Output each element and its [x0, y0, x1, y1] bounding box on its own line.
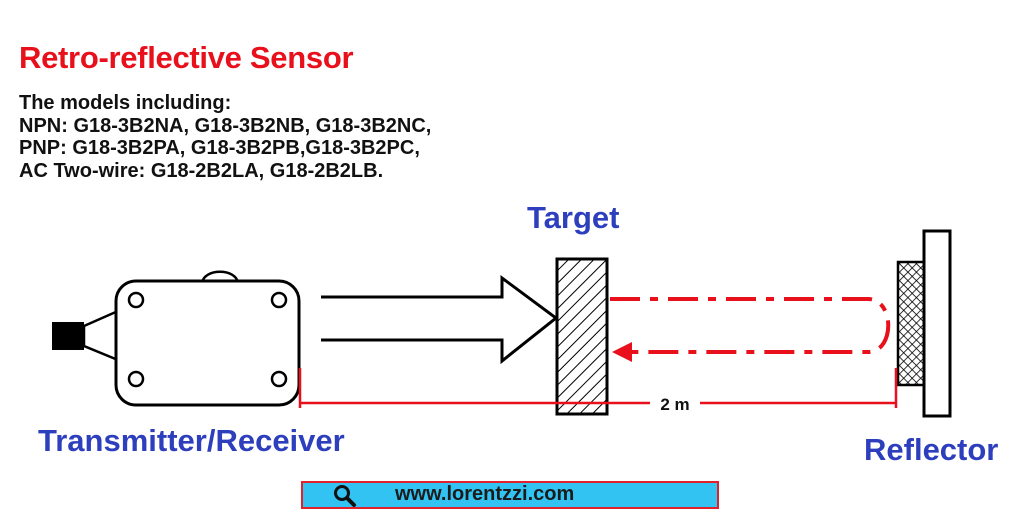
models-ac: AC Two-wire: G18-2B2LA, G18-2B2LB. — [19, 159, 384, 182]
beam-arrowhead — [612, 342, 632, 362]
models-npn: NPN: G18-3B2NA, G18-3B2NB, G18-3B2NC, — [19, 114, 432, 137]
sensor-housing — [114, 279, 301, 407]
distance-dimension: 2 m — [298, 368, 898, 414]
reflector-label: Reflector — [864, 432, 999, 467]
transmitter-receiver-label: Transmitter/Receiver — [38, 423, 345, 458]
search-icon — [334, 485, 356, 507]
screw-hole-bottom-left — [127, 370, 145, 388]
beam-path — [610, 297, 891, 354]
sensor-body — [52, 270, 301, 407]
target-block — [555, 257, 609, 416]
models-pnp: PNP: G18-3B2PA, G18-3B2PB,G18-3B2PC, — [19, 137, 420, 159]
models-list: The models including: NPN: G18-3B2NA, G1… — [19, 92, 431, 182]
models-heading: The models including: — [19, 92, 232, 114]
reflector-plate — [922, 229, 952, 418]
website-url[interactable]: www.lorentzzi.com — [395, 483, 575, 505]
screw-hole-bottom-right — [270, 370, 288, 388]
page-title: Retro-reflective Sensor — [19, 40, 354, 75]
website-bar[interactable] — [301, 481, 719, 509]
beam-arrow — [321, 275, 559, 365]
reflector-surface — [896, 260, 926, 387]
screw-hole-top-right — [270, 291, 288, 309]
reflected-beam — [610, 297, 891, 362]
target-label: Target — [527, 200, 620, 235]
distance-label: 2 m — [660, 395, 689, 414]
sensor-cable — [52, 322, 84, 350]
sensor-connector — [82, 309, 120, 362]
screw-hole-top-left — [127, 291, 145, 309]
